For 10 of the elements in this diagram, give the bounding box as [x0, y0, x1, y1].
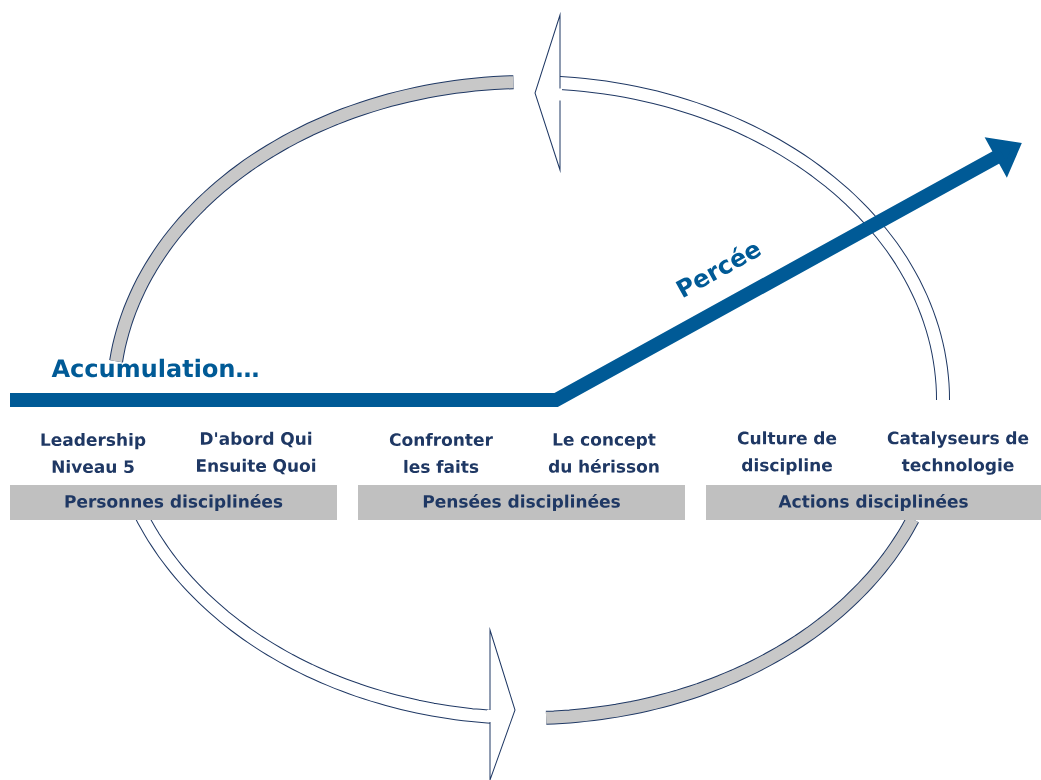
category-band: Pensées disciplinées — [358, 485, 685, 520]
item-label: Leadership Niveau 5 — [41, 432, 146, 474]
item-label: Culture de discipline — [737, 431, 837, 475]
category-band: Actions disciplinées — [706, 485, 1041, 520]
item-label: Le concept du hérisson — [548, 433, 659, 473]
item-label: D'abord Qui Ensuite Quoi — [197, 431, 316, 475]
phase-label: Accumulation… — [51, 358, 258, 378]
category-band: Personnes disciplinées — [10, 485, 337, 520]
item-label: Catalyseurs de technologie — [887, 431, 1029, 475]
item-label: Confronter les faits — [389, 432, 493, 474]
